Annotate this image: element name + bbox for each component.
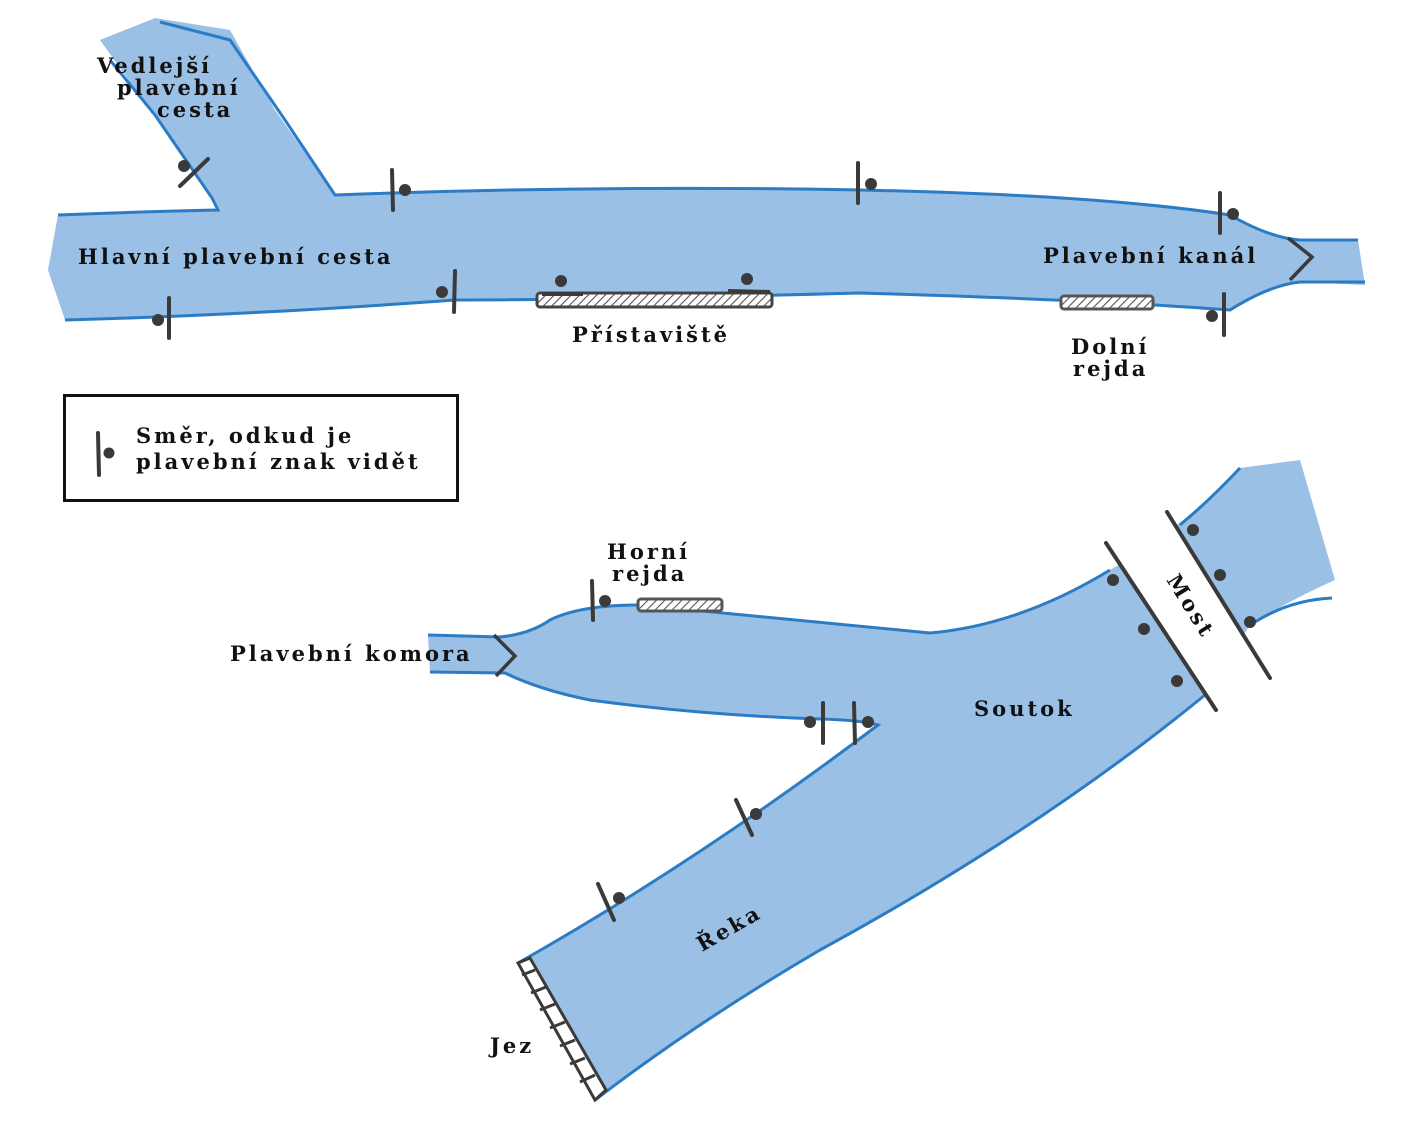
sign-dot (1138, 623, 1150, 635)
upstream-bank-lower (1254, 596, 1333, 624)
sign-bar (590, 579, 595, 622)
weir-tick (559, 1038, 576, 1048)
lower-waterway (427, 460, 1335, 1102)
bridge-deck (1108, 515, 1268, 712)
sign-dot (613, 892, 625, 904)
bridge-edge-right (1165, 510, 1272, 680)
lower-waterway-upper-bank (427, 568, 1111, 639)
label-confluence: Soutok (974, 696, 1075, 721)
lock-gate-symbol (1286, 236, 1315, 282)
sign-bar (390, 168, 395, 212)
label-weir: Jez (488, 1033, 534, 1058)
weir-tick (549, 1020, 566, 1030)
legend-line-2: plavební znak vidět (136, 449, 421, 474)
landing-sign-dot-right (741, 273, 753, 285)
main-waterway-water (48, 18, 1365, 320)
sign-dots-bottom (599, 524, 1256, 904)
label-lock: Plavební komora (230, 641, 473, 666)
sign-visibility-icon (96, 431, 115, 477)
main-waterway-upper-bank (57, 59, 221, 217)
landing-sign-right (727, 289, 771, 294)
sign-dot (599, 595, 611, 607)
sign-dot (1227, 208, 1239, 220)
label-lower-roads-1: Dolní (1071, 334, 1149, 359)
lower-waterway-inner-bank (429, 670, 882, 965)
sign-dot (1171, 675, 1183, 687)
navigation-signs-bottom (590, 579, 857, 922)
label-side-waterway-2: plavební (117, 75, 241, 100)
lower-roads-structure (1059, 294, 1155, 311)
label-side-waterway-3: cesta (157, 97, 233, 122)
weir-tick (569, 1056, 586, 1066)
label-upper-roads-1: Horní (607, 539, 690, 564)
sign-dot (152, 314, 164, 326)
upper-roads-structure (636, 597, 724, 613)
sign-dot (178, 160, 190, 172)
label-upper-roads-2: rejda (612, 561, 687, 586)
weir-structure (515, 956, 608, 1103)
sign-dot (862, 716, 874, 728)
landing-sign-dot-left (555, 275, 567, 287)
lower-waterway-water (428, 460, 1335, 1100)
sign-dot (1206, 310, 1218, 322)
legend-line-1: Směr, odkud je (136, 423, 355, 448)
label-lower-roads-2: rejda (1073, 356, 1148, 381)
upstream-bank-upper (1179, 466, 1242, 527)
sign-bar (178, 157, 210, 188)
sign-dot (1107, 574, 1119, 586)
sign-dot (1214, 569, 1226, 581)
sign-dot (436, 286, 448, 298)
navigation-signs-top (167, 157, 1226, 340)
sign-bar (734, 798, 754, 837)
weir-tick (539, 1002, 556, 1012)
weir-tick (521, 968, 536, 977)
sign-bar (852, 701, 857, 745)
bridge-edge-left (1104, 541, 1218, 712)
legend-description: Směr, odkud je plavební znak vidět (136, 423, 421, 475)
label-canal: Plavební kanál (1043, 243, 1258, 268)
river-outer-bank (594, 693, 1206, 1102)
weir-tick (530, 985, 547, 995)
sign-dot (804, 716, 816, 728)
label-landing: Přístaviště (572, 322, 730, 347)
weir (515, 956, 608, 1103)
bridge (1104, 510, 1272, 712)
sign-dot (750, 808, 762, 820)
legend: Směr, odkud je plavební znak vidět (63, 394, 459, 502)
main-waterway (48, 18, 1365, 322)
sign-dots-top (152, 160, 1239, 326)
sign-dot (399, 184, 411, 196)
sign-bar (596, 882, 616, 922)
sign-dot (1244, 616, 1256, 628)
sign-dot (1187, 524, 1199, 536)
lock-gate-symbol-lower (492, 633, 518, 678)
label-side-waterway-1: Vedlejší (96, 53, 212, 78)
sign-dot (865, 178, 877, 190)
landing-structure (535, 291, 774, 309)
weir-tick (579, 1073, 596, 1084)
label-main-waterway: Hlavní plavební cesta (78, 244, 394, 269)
sign-bar (452, 269, 457, 314)
